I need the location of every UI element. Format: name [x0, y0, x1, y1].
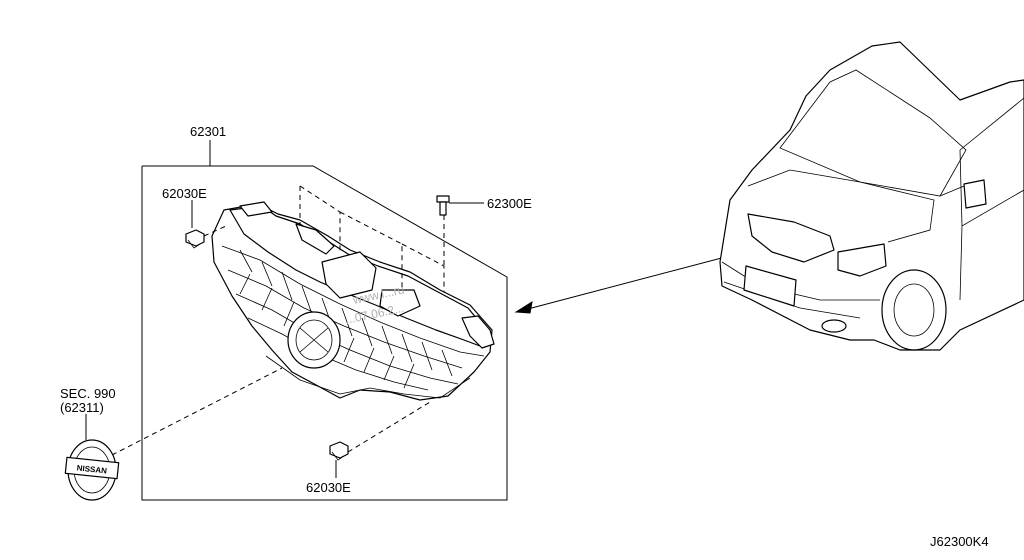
diagram-code: J62300K4: [930, 534, 989, 549]
nissan-emblem: NISSAN: [64, 414, 120, 501]
reference-arrow: [514, 249, 753, 314]
label-62030e-lower: 62030E: [306, 480, 351, 495]
clip-upper-left: [185, 200, 205, 249]
label-62300e: 62300E: [487, 196, 532, 211]
label-62030e-upper: 62030E: [162, 186, 207, 201]
label-sec-990: SEC. 990: [60, 386, 116, 401]
label-62311: (62311): [60, 400, 104, 415]
clip-lower: [329, 441, 349, 478]
assembly-frame: [141, 165, 508, 501]
label-62301: 62301: [190, 124, 226, 139]
emblem-text: NISSAN: [76, 463, 107, 475]
front-grille: [211, 201, 495, 401]
alignment-lines: [111, 185, 445, 456]
vehicle-illustration: [719, 41, 1024, 351]
fastener-upper-right: [436, 195, 484, 216]
